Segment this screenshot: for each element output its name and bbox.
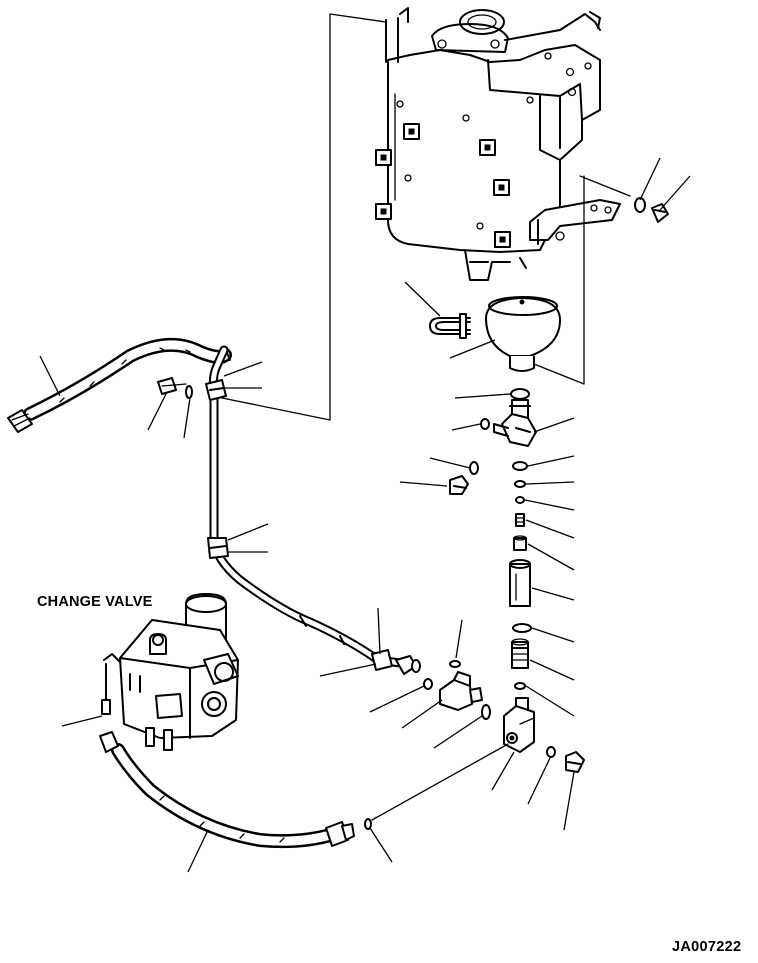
mounting-bracket (375, 7, 601, 281)
spring (515, 513, 525, 527)
steel-tube (208, 345, 413, 669)
o-ring-6 (512, 623, 532, 633)
ball (515, 496, 525, 504)
clamp-bolt (157, 377, 187, 395)
spring-seat (513, 535, 527, 551)
o-ring-4 (512, 461, 528, 471)
o-ring-2 (480, 418, 490, 430)
o-ring-3 (469, 461, 479, 475)
hose-upper-left (7, 337, 232, 433)
o-ring-7 (514, 682, 526, 690)
o-ring-lower (364, 818, 372, 830)
connector (511, 638, 529, 669)
tube-clamp-lower (207, 537, 229, 559)
change-valve-label: CHANGE VALVE (37, 594, 153, 610)
elbow-fitting (439, 671, 483, 711)
bracket-square-holes (375, 123, 511, 248)
accumulator (485, 296, 561, 372)
plug (449, 475, 469, 495)
o-ring-8 (546, 746, 556, 758)
o-ring-left (423, 660, 461, 690)
clamp-washer (185, 385, 193, 399)
block-fitting (503, 697, 535, 753)
change-valve (101, 593, 239, 751)
tube-clamp-upper (205, 379, 227, 401)
u-bolt (429, 313, 471, 339)
o-ring-elbow (481, 704, 491, 720)
check-valve-body (509, 559, 531, 607)
o-ring-1 (510, 388, 530, 400)
bolt-stay (651, 203, 669, 223)
lock-washer (634, 197, 646, 213)
o-ring-5 (514, 480, 526, 488)
stay-bracket (529, 199, 621, 245)
tee-fitting (493, 399, 537, 447)
bolt (565, 751, 585, 773)
drawing-code-label: JA007222 (672, 939, 742, 955)
hose-lower (99, 731, 355, 849)
tube-end-nut (371, 649, 421, 675)
